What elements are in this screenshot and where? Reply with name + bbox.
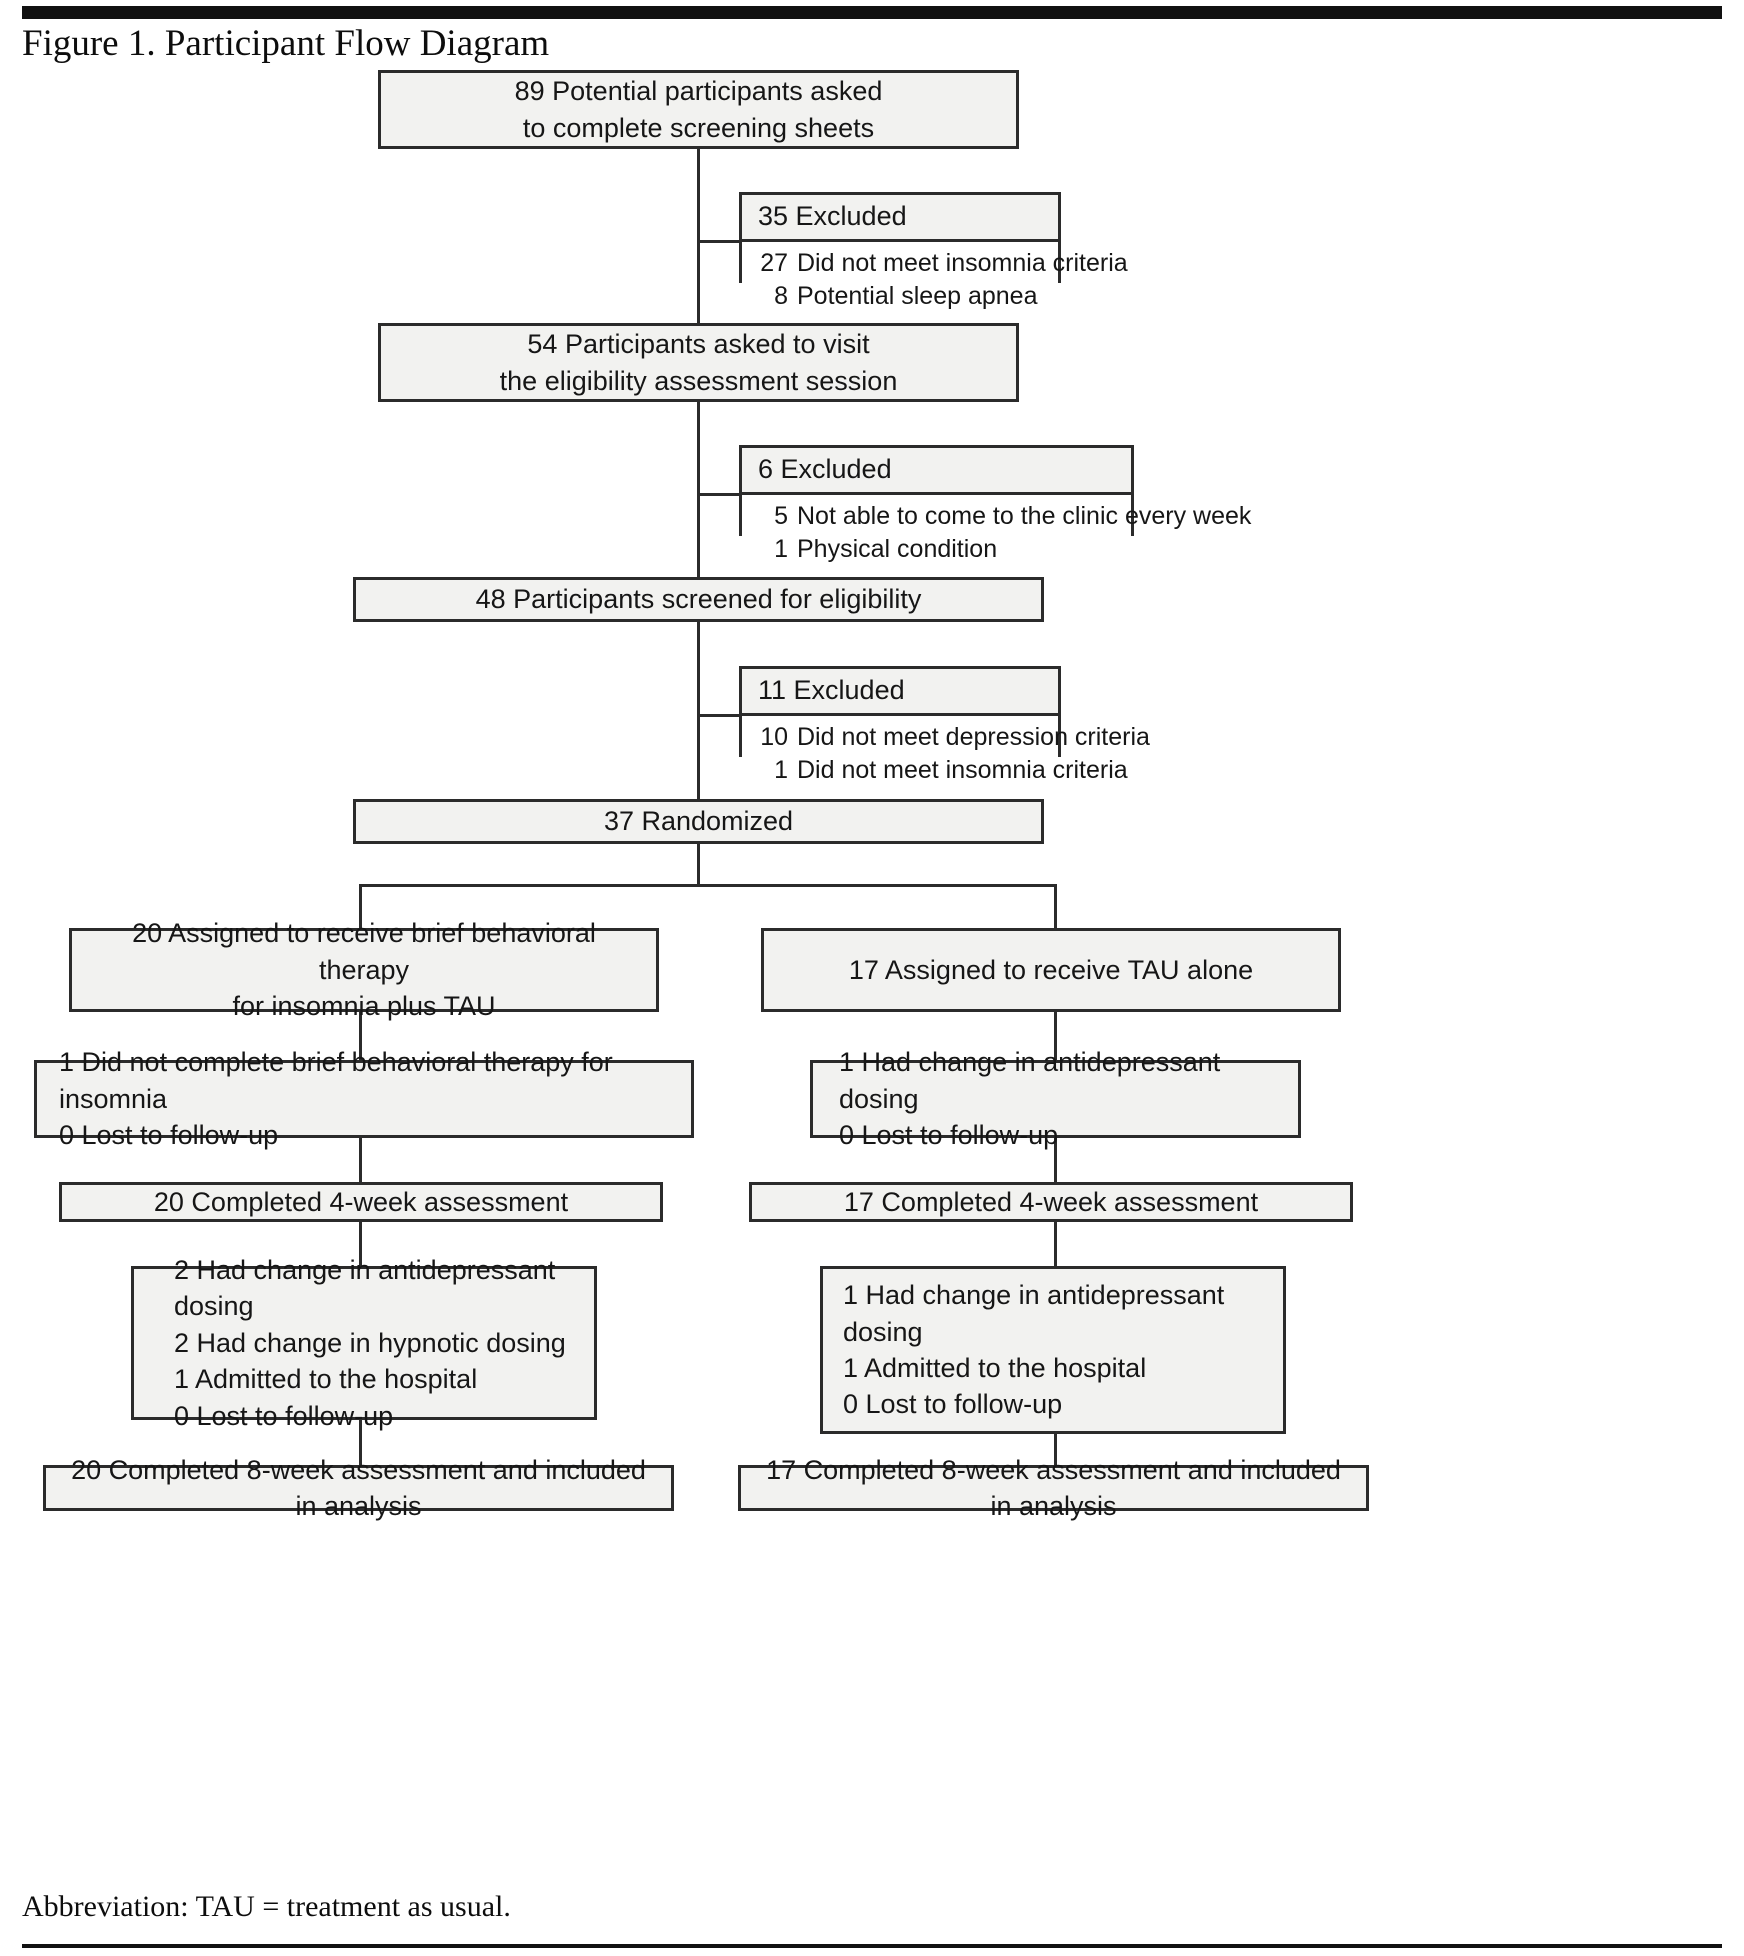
node-right-attrition-2-line3: 0 Lost to follow-up (843, 1389, 1063, 1420)
exclusion-box-1-row: 8 Potential sleep apnea (746, 280, 1046, 313)
node-left-attrition-2-line3: 1 Admitted to the hospital (174, 1364, 478, 1395)
exclusion-box-3-row: 1 Did not meet insomnia criteria (746, 754, 1128, 787)
exclusion-count: 1 (774, 535, 788, 563)
connector-branch-2 (697, 493, 739, 496)
exclusion-box-1-row: 27 Did not meet insomnia criteria (746, 247, 1128, 280)
node-left-attrition-1-line2: 0 Lost to follow-up (59, 1120, 279, 1151)
node-left-attrition-2-line1: 2 Had change in antidepressant dosing (174, 1254, 556, 1322)
node-left-attrition-2-line4: 0 Lost to follow-up (174, 1400, 394, 1431)
connector-branch-3 (697, 714, 739, 717)
node-right-attrition-1-line1: 1 Had change in antidepressant dosing (839, 1047, 1221, 1114)
node-left-week8-label: 20 Completed 8-week assessment and inclu… (71, 1454, 646, 1521)
figure-title: Figure 1. Participant Flow Diagram (22, 23, 550, 64)
node-randomized: 37 Randomized (353, 799, 1044, 844)
connector-left-4 (359, 1420, 362, 1465)
node-right-assigned: 17 Assigned to receive TAU alone (761, 928, 1341, 1012)
exclusion-count: 5 (774, 502, 788, 530)
connector-right-4 (1054, 1434, 1057, 1465)
node-screening-sheets: 89 Potential participants asked to compl… (378, 70, 1019, 149)
exclusion-box-2-row: 5 Not able to come to the clinic every w… (746, 500, 1251, 533)
node-right-week4: 17 Completed 4-week assessment (749, 1182, 1353, 1222)
node-left-assigned-line1: 20 Assigned to receive brief behavioral … (132, 918, 596, 985)
figure-footnote: Abbreviation: TAU = treatment as usual. (22, 1890, 511, 1923)
bottom-rule (22, 1944, 1722, 1948)
node-left-assigned: 20 Assigned to receive brief behavioral … (69, 918, 659, 1021)
node-left-attrition-2: 2 Had change in antidepressant dosing 2 … (131, 1255, 597, 1431)
exclusion-box-3-row: 10 Did not meet depression criteria (746, 721, 1150, 754)
node-left-week8: 20 Completed 8-week assessment and inclu… (43, 1455, 674, 1521)
connector-split-left (359, 884, 362, 928)
connector-right-1 (1054, 1012, 1057, 1060)
exclusion-reason: Not able to come to the clinic every wee… (797, 502, 1252, 530)
exclusion-box-2-row: 1 Physical condition (746, 533, 1119, 566)
node-right-week8-label: 17 Completed 8-week assessment and inclu… (766, 1454, 1341, 1521)
node-right-week4-label: 17 Completed 4-week assessment (843, 1186, 1259, 1217)
exclusion-box-3: 11 Excluded 10 Did not meet depression c… (739, 666, 1150, 794)
node-screened-eligibility-label: 48 Participants screened for eligibility (475, 584, 922, 615)
node-right-attrition-2-line1: 1 Had change in antidepressant dosing (843, 1280, 1225, 1347)
connector-branch-1 (697, 240, 739, 243)
exclusion-count: 1 (774, 756, 788, 784)
node-right-attrition-2-line2: 1 Admitted to the hospital (843, 1353, 1147, 1383)
exclusion-box-2: 6 Excluded 5 Not able to come to the cli… (739, 445, 1251, 573)
top-rule (22, 6, 1722, 19)
node-right-attrition-1: 1 Had change in antidepressant dosing 0 … (810, 1047, 1301, 1150)
exclusion-reason: Did not meet insomnia criteria (797, 249, 1128, 277)
node-right-week8: 17 Completed 8-week assessment and inclu… (738, 1455, 1369, 1521)
connector-left-2 (359, 1138, 362, 1182)
exclusion-box-3-header: 11 Excluded (742, 669, 1058, 716)
node-screened-eligibility: 48 Participants screened for eligibility (353, 577, 1044, 622)
connector-left-1 (359, 1012, 362, 1060)
node-eligibility-visit: 54 Participants asked to visit the eligi… (378, 323, 1019, 402)
connector-trunk-4 (697, 843, 700, 886)
connector-right-2 (1054, 1138, 1057, 1182)
node-right-attrition-1-line2: 0 Lost to follow-up (839, 1120, 1059, 1151)
connector-left-3 (359, 1222, 362, 1266)
exclusion-box-1-header: 35 Excluded (742, 195, 1058, 242)
node-left-attrition-2-line2: 2 Had change in hypnotic dosing (174, 1327, 566, 1358)
node-eligibility-visit-line2: the eligibility assessment session (499, 365, 898, 396)
node-screening-sheets-line1: 89 Potential participants asked (514, 76, 883, 107)
node-left-week4: 20 Completed 4-week assessment (59, 1182, 663, 1222)
connector-trunk-1 (697, 148, 700, 324)
connector-trunk-3 (697, 621, 700, 799)
exclusion-count: 27 (760, 249, 788, 277)
node-left-attrition-1: 1 Did not complete brief behavioral ther… (34, 1047, 694, 1150)
node-right-assigned-label: 17 Assigned to receive TAU alone (848, 954, 1254, 985)
exclusion-count: 10 (760, 723, 788, 751)
connector-trunk-2 (697, 402, 700, 577)
node-left-attrition-1-line1: 1 Did not complete brief behavioral ther… (59, 1047, 613, 1114)
exclusion-reason: Physical condition (797, 535, 998, 563)
exclusion-box-1: 35 Excluded 27 Did not meet insomnia cri… (739, 192, 1128, 320)
exclusion-reason: Did not meet depression criteria (797, 723, 1150, 751)
node-left-assigned-line2: for insomnia plus TAU (232, 991, 496, 1022)
connector-split-bar (359, 884, 1057, 887)
connector-split-right (1054, 884, 1057, 928)
node-screening-sheets-line2: to complete screening sheets (522, 112, 875, 143)
node-eligibility-visit-line1: 54 Participants asked to visit (527, 329, 870, 360)
node-randomized-label: 37 Randomized (603, 806, 794, 837)
exclusion-reason: Did not meet insomnia criteria (797, 756, 1128, 784)
connector-right-3 (1054, 1222, 1057, 1266)
node-right-attrition-2: 1 Had change in antidepressant dosing 1 … (820, 1266, 1286, 1434)
exclusion-box-2-header: 6 Excluded (742, 448, 1131, 495)
exclusion-count: 8 (774, 282, 788, 310)
exclusion-reason: Potential sleep apnea (797, 282, 1038, 310)
node-left-week4-label: 20 Completed 4-week assessment (153, 1186, 569, 1217)
